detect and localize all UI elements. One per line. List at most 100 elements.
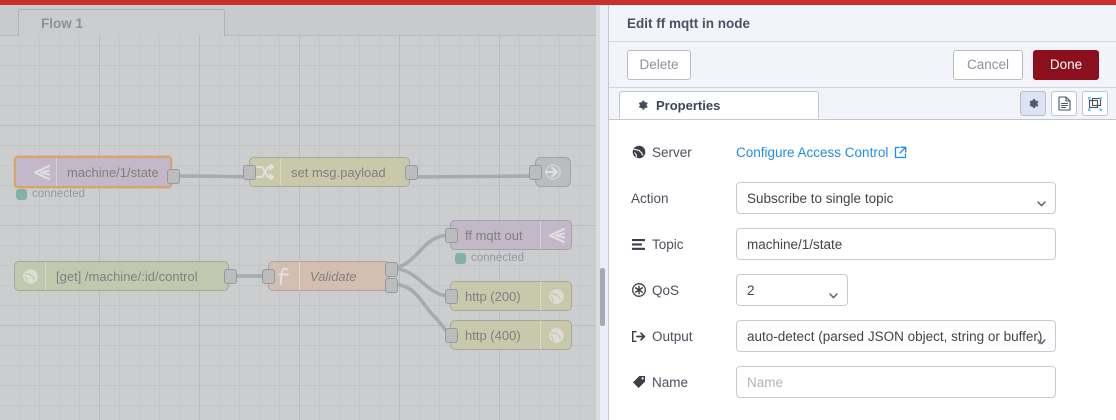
- globe-icon: [631, 145, 646, 160]
- tag-icon: [631, 375, 646, 390]
- label-output: Output: [631, 329, 736, 344]
- node-http-response-200-input-port[interactable]: [445, 289, 458, 304]
- node-function-output-port-1[interactable]: [385, 262, 398, 277]
- node-mqtt-out-status: connected: [455, 252, 524, 264]
- node-mqtt-out-input-port[interactable]: [445, 228, 458, 243]
- label-qos: QoS: [631, 283, 736, 298]
- tab-properties[interactable]: Properties: [619, 91, 819, 119]
- node-mqtt-in[interactable]: machine/1/state: [14, 156, 172, 188]
- node-function-input-port[interactable]: [262, 269, 275, 284]
- field-row-topic: Topic: [631, 228, 1095, 260]
- document-icon: [1057, 96, 1071, 111]
- node-change[interactable]: set msg.payload: [249, 157, 410, 187]
- node-mqtt-out[interactable]: ff mqtt out: [450, 220, 572, 250]
- label-server: Server: [631, 145, 736, 160]
- flow-editor: Flow 1 machine/1/state connected: [0, 5, 600, 420]
- top-accent-bar: [0, 0, 1116, 5]
- node-http-response-400[interactable]: http (400): [450, 320, 572, 350]
- node-label: set msg.payload: [291, 164, 386, 180]
- field-row-qos: QoS 2: [631, 274, 1095, 306]
- panel-resize-handle[interactable]: [600, 268, 605, 326]
- flow-tab-bar: Flow 1: [0, 5, 600, 36]
- panel-tab-bar: Properties: [609, 88, 1116, 120]
- tab-properties-label: Properties: [656, 97, 721, 113]
- globe-icon: [540, 282, 571, 310]
- field-row-output: Output auto-detect (parsed JSON object, …: [631, 320, 1095, 352]
- status-text: connected: [471, 252, 525, 264]
- wire-change-to-linkout: [408, 174, 537, 179]
- node-link-out-input-port[interactable]: [529, 165, 542, 180]
- node-label: [get] /machine/:id/control: [56, 268, 198, 284]
- output-select[interactable]: auto-detect (parsed JSON object, string …: [736, 320, 1056, 352]
- panel-tab-buttons: [1020, 91, 1108, 116]
- panel-title: Edit ff mqtt in node: [627, 15, 750, 31]
- label-action: Action: [631, 191, 736, 206]
- field-row-server: Server Configure Access Control: [631, 136, 1095, 168]
- status-text: connected: [32, 188, 86, 200]
- description-tab-button[interactable]: [1051, 91, 1077, 116]
- properties-tab-button[interactable]: [1020, 91, 1046, 116]
- cancel-button[interactable]: Cancel: [953, 49, 1023, 80]
- status-dot: [16, 188, 27, 200]
- done-button[interactable]: Done: [1033, 49, 1099, 80]
- mqtt-icon: [540, 221, 571, 249]
- label-topic-text: Topic: [652, 236, 684, 252]
- panel-action-bar: Delete Cancel Done: [609, 42, 1116, 88]
- node-http-in[interactable]: [get] /machine/:id/control: [14, 261, 229, 291]
- link-out-icon: [538, 158, 568, 186]
- flow-tab-flow-1[interactable]: Flow 1: [18, 9, 225, 36]
- node-function[interactable]: Validate: [268, 261, 390, 291]
- status-dot: [455, 252, 466, 264]
- list-icon: [631, 237, 646, 252]
- label-action-text: Action: [631, 190, 669, 206]
- appearance-icon: [1088, 96, 1102, 111]
- node-label: http (200): [465, 288, 521, 304]
- label-server-text: Server: [652, 144, 692, 160]
- shuffle-icon: [250, 158, 281, 186]
- flow-canvas[interactable]: machine/1/state connected set msg.payloa…: [0, 36, 600, 420]
- node-http-response-400-input-port[interactable]: [445, 328, 458, 343]
- node-label: Validate: [310, 268, 357, 284]
- node-change-input-port[interactable]: [243, 165, 256, 180]
- sign-out-icon: [631, 329, 646, 344]
- field-row-action: Action Subscribe to single topic: [631, 182, 1095, 214]
- panel-gutter: [596, 5, 608, 420]
- gear-icon: [1026, 97, 1040, 111]
- node-label: http (400): [465, 327, 521, 343]
- node-change-output-port[interactable]: [405, 165, 418, 180]
- label-name: Name: [631, 375, 736, 390]
- mqtt-icon: [26, 158, 57, 186]
- wire-function-out1-to-mqttout: [388, 233, 452, 270]
- configure-access-control-link[interactable]: Configure Access Control: [736, 145, 907, 160]
- node-http-in-output-port[interactable]: [224, 269, 237, 284]
- delete-button[interactable]: Delete: [627, 49, 691, 80]
- gear-icon: [636, 99, 649, 112]
- panel-body: Server Configure Access Control Action S…: [609, 120, 1116, 420]
- label-output-text: Output: [652, 328, 693, 344]
- label-name-text: Name: [652, 374, 689, 390]
- node-mqtt-in-output-port[interactable]: [167, 169, 180, 184]
- label-qos-text: QoS: [652, 282, 680, 298]
- globe-icon: [15, 262, 46, 290]
- topic-input[interactable]: [736, 228, 1056, 260]
- wire-function-out2-to-http400: [388, 282, 452, 337]
- edit-node-panel: Edit ff mqtt in node Delete Cancel Done …: [608, 5, 1116, 420]
- function-icon: [269, 262, 300, 290]
- wire-mqttin-to-change: [170, 174, 251, 179]
- name-input[interactable]: [736, 366, 1056, 398]
- asterisk-icon: [631, 283, 646, 298]
- output-select-wrapper: auto-detect (parsed JSON object, string …: [736, 320, 1056, 352]
- action-select[interactable]: Subscribe to single topic: [736, 182, 1056, 214]
- external-link-icon: [894, 146, 907, 159]
- node-function-output-port-2[interactable]: [385, 278, 398, 293]
- configure-access-control-label: Configure Access Control: [736, 144, 889, 160]
- panel-header: Edit ff mqtt in node: [609, 5, 1116, 42]
- wire-function-out1-to-http200: [388, 266, 452, 298]
- globe-icon: [540, 321, 571, 349]
- qos-select-wrapper: 2: [736, 274, 848, 306]
- appearance-tab-button[interactable]: [1082, 91, 1108, 116]
- flow-tab-label: Flow 1: [41, 15, 84, 31]
- qos-select[interactable]: 2: [736, 274, 848, 306]
- field-row-name: Name: [631, 366, 1095, 398]
- node-http-response-200[interactable]: http (200): [450, 281, 572, 311]
